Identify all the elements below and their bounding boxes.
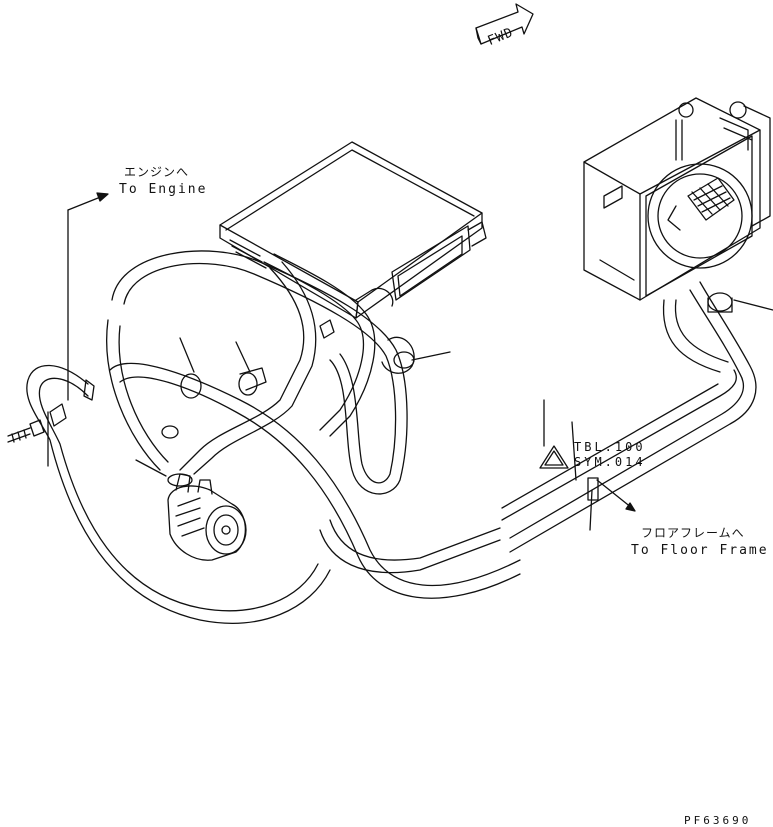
- engine-leader: [67, 192, 109, 401]
- callout-leaders: [47, 299, 773, 531]
- ac-unit-box: [219, 141, 487, 339]
- floor-note-jp: フロアフレームへ: [641, 526, 745, 540]
- clamps: [49, 292, 733, 501]
- drawing-code: PF63690: [684, 814, 752, 827]
- floor-leader: [596, 479, 636, 512]
- warning-triangle-icon: [539, 445, 569, 469]
- spec-sym: SYM.014: [574, 455, 646, 469]
- engine-note-en: To Engine: [119, 182, 208, 197]
- engine-note-jp: エンジンへ: [124, 165, 190, 179]
- hose-condenser-run: [501, 281, 757, 553]
- bolt-icon: [7, 419, 45, 443]
- compressor: [167, 473, 247, 561]
- spec-tbl: TBL.100: [574, 440, 646, 454]
- hose-engine-loop: [26, 364, 331, 624]
- hose-main-loops: [106, 250, 521, 599]
- condenser-unit: [583, 97, 771, 301]
- hose-unit-compressor: [179, 253, 415, 475]
- floor-note-en: To Floor Frame: [631, 543, 769, 558]
- fwd-arrow-icon: [475, 3, 534, 45]
